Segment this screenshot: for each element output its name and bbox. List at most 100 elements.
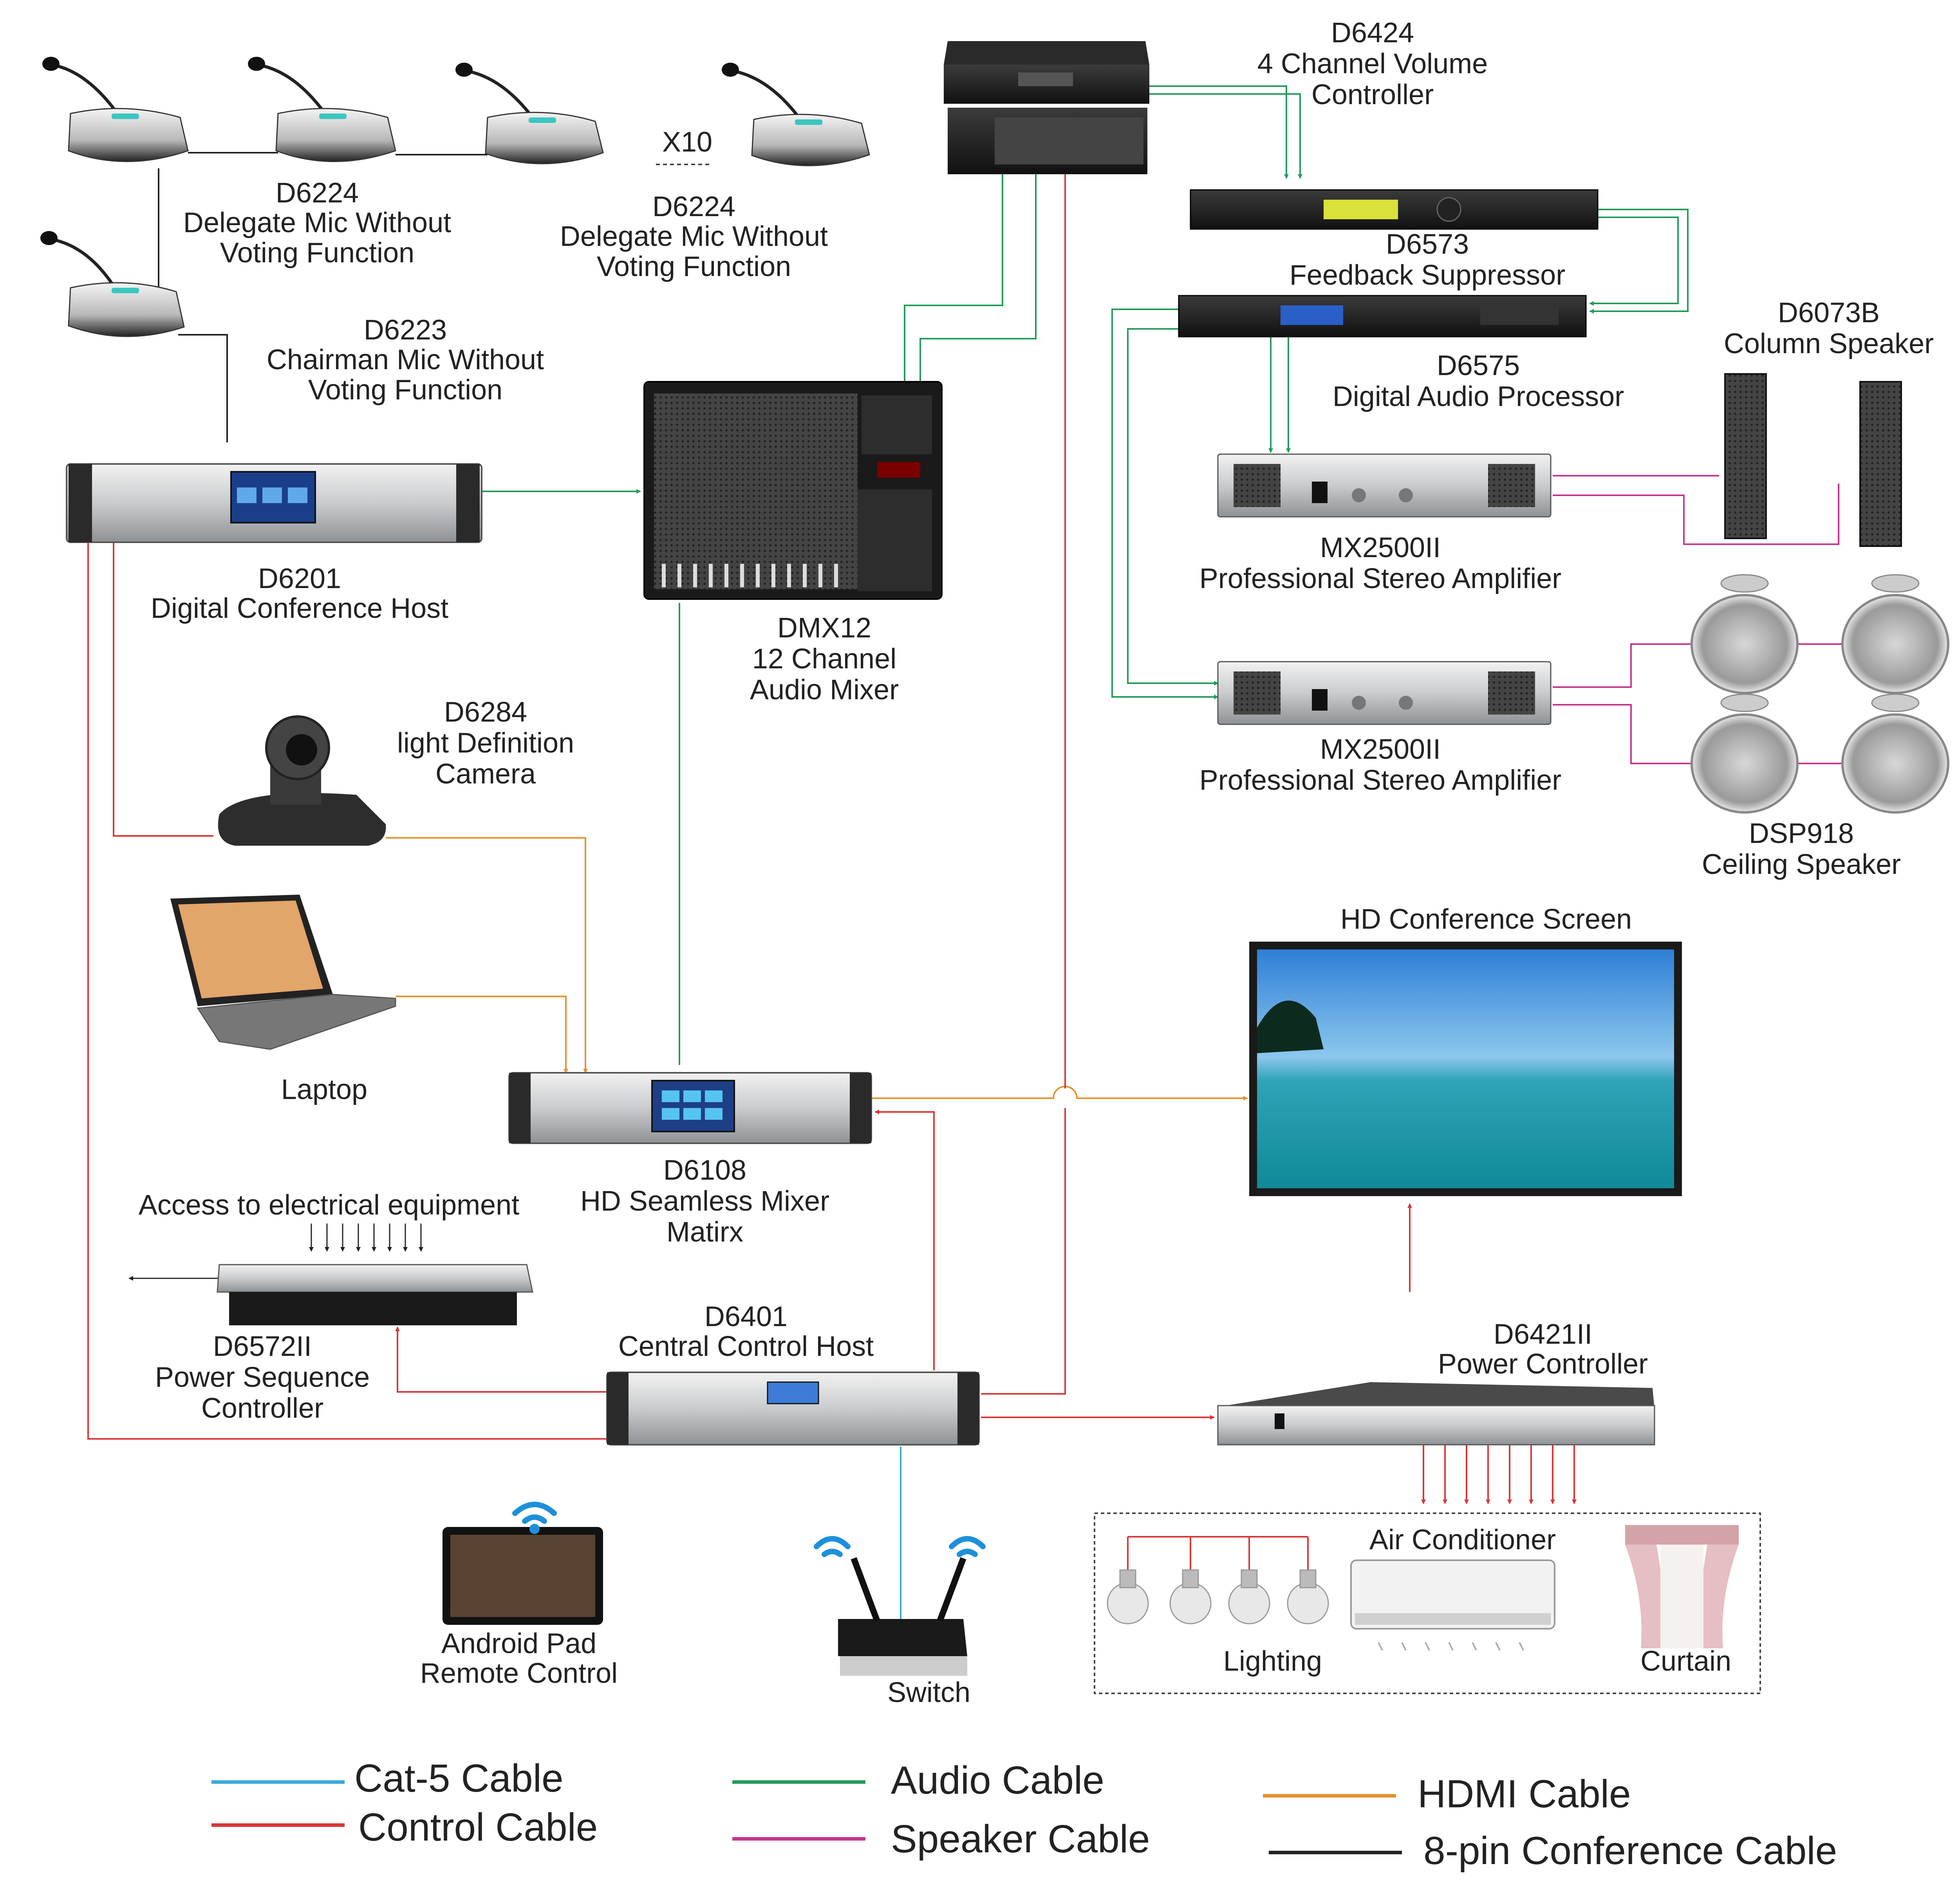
- legend-hdmi: HDMI Cable: [1418, 1772, 1631, 1816]
- laptop-label: Laptop: [281, 1074, 368, 1105]
- device-desc: Feedback Suppressor: [1289, 260, 1566, 291]
- device-desc: Voting Function: [308, 374, 503, 406]
- mx2500-label-b: MX2500II Professional Stereo Amplifier: [1199, 734, 1561, 796]
- d6424-label: D6424 4 Channel Volume Controller: [1257, 17, 1488, 111]
- d6284-label: D6284 light Definition Camera: [397, 697, 574, 790]
- mic-icon: [42, 57, 189, 162]
- hd-conference-screen: [1249, 942, 1682, 1196]
- d6108-matrix-device: [508, 1072, 872, 1144]
- lighting-label: Lighting: [1223, 1646, 1322, 1677]
- speaker-cable: [1553, 475, 1844, 764]
- d6224-label-a: D6224 Delegate Mic Without Voting Functi…: [183, 178, 451, 268]
- d6108-label: D6108 HD Seamless Mixer Matirx: [580, 1155, 829, 1248]
- hdmi-cable: [386, 837, 1248, 1101]
- device-desc: Power Sequence: [155, 1362, 370, 1393]
- mic-icon: [248, 57, 396, 162]
- air-conditioner-icon: [1350, 1559, 1555, 1651]
- device-model: D6201: [258, 563, 341, 594]
- device-desc: Controller: [1311, 79, 1434, 111]
- mic-icon: [455, 63, 604, 164]
- camera-icon: [218, 715, 386, 846]
- device-model: D6073B: [1777, 297, 1880, 328]
- device-desc: light Definition: [397, 727, 574, 759]
- d6223-label: D6223 Chairman Mic Without Voting Functi…: [267, 315, 544, 405]
- device-desc: Audio Mixer: [750, 674, 899, 706]
- device-model: D6401: [704, 1301, 788, 1332]
- device-desc: Voting Function: [596, 251, 791, 282]
- device-model: D6572II: [213, 1331, 312, 1362]
- device-desc: Controller: [201, 1393, 324, 1424]
- d6421-power-controller-device: [1217, 1382, 1655, 1446]
- legend-conference: 8-pin Conference Cable: [1423, 1829, 1837, 1873]
- control-cable: [87, 170, 1577, 1570]
- device-desc: Professional Stereo Amplifier: [1199, 563, 1562, 595]
- x10-label: X10: [662, 126, 713, 158]
- legend-speaker: Speaker Cable: [891, 1817, 1150, 1861]
- device-desc: Camera: [435, 758, 536, 790]
- device-model: D6424: [1331, 17, 1414, 49]
- ceiling-speaker-icon: [1691, 574, 1949, 814]
- switch-icon: [838, 1557, 967, 1676]
- d6575-audio-processor-device: [1178, 295, 1587, 337]
- device-desc: Ceiling Speaker: [1702, 849, 1901, 881]
- device-desc: Delegate Mic Without: [183, 207, 452, 239]
- environment-box: [1094, 1512, 1761, 1694]
- legend-swatch-control: [211, 1823, 345, 1827]
- legend-audio: Audio Cable: [891, 1758, 1104, 1802]
- device-model: MX2500II: [1320, 532, 1441, 563]
- device-model: D6284: [444, 697, 527, 728]
- column-speaker-icon: [1724, 373, 1902, 547]
- device-model: DSP918: [1748, 818, 1854, 849]
- mx2500-amplifier-device: [1217, 661, 1552, 725]
- device-desc: Chairman Mic Without: [266, 344, 544, 376]
- mx2500-label-a: MX2500II Professional Stereo Amplifier: [1199, 532, 1561, 594]
- device-desc: HD Seamless Mixer: [580, 1186, 830, 1217]
- device-desc: Digital Conference Host: [150, 593, 449, 624]
- wifi-icon: [949, 1536, 986, 1557]
- mic-icon: [722, 63, 870, 166]
- dmx12-label: DMX12 12 Channel Audio Mixer: [750, 612, 899, 706]
- d6573-feedback-suppressor-device: [1190, 189, 1599, 230]
- android-pad-icon: [443, 1527, 603, 1625]
- legend-swatch-hdmi: [1263, 1794, 1396, 1798]
- d6401-central-control-device: [606, 1372, 980, 1446]
- device-model: DMX12: [777, 612, 872, 644]
- device-desc: Voting Function: [220, 237, 415, 269]
- device-model: D6223: [363, 314, 447, 346]
- legend-swatch-cat5: [211, 1780, 345, 1784]
- d6421-label: D6421II Power Controller: [1438, 1319, 1648, 1379]
- curtain-label: Curtain: [1640, 1646, 1732, 1677]
- dmx12-faders: [662, 564, 838, 587]
- legend-swatch-conference: [1269, 1851, 1402, 1854]
- device-model: MX2500II: [1320, 734, 1441, 765]
- device-desc: 12 Channel: [752, 643, 897, 675]
- d6575-label: D6575 Digital Audio Processor: [1333, 350, 1624, 412]
- legend-swatch-speaker: [732, 1837, 865, 1841]
- d6401-label: D6401 Central Control Host: [618, 1302, 874, 1362]
- d6424-volume-controller-device: [944, 41, 1149, 174]
- d6201-label: D6201 Digital Conference Host: [151, 564, 448, 624]
- screen-label: HD Conference Screen: [1340, 904, 1632, 935]
- device-model: D6421II: [1493, 1319, 1593, 1350]
- curtain-icon: [1625, 1525, 1739, 1648]
- wifi-icon: [814, 1536, 851, 1557]
- device-desc: Professional Stereo Amplifier: [1199, 765, 1562, 796]
- device-model: D6575: [1436, 350, 1520, 381]
- android-pad-label: Android Pad Remote Control: [420, 1628, 618, 1689]
- legend-cat5: Cat-5 Cable: [354, 1756, 564, 1800]
- device-desc: Matirx: [667, 1216, 743, 1248]
- chairman-mic-icon: [40, 231, 185, 337]
- dsp918-label: DSP918 Ceiling Speaker: [1702, 818, 1901, 880]
- legend-control: Control Cable: [358, 1805, 598, 1849]
- device-model: D6224: [652, 191, 736, 222]
- legend-swatch-audio: [732, 1780, 865, 1784]
- laptop-icon: [170, 895, 396, 1050]
- switch-label: Switch: [887, 1677, 971, 1708]
- dmx12-mixer-device: [643, 381, 943, 600]
- device-model: D6573: [1385, 229, 1469, 260]
- device-model: D6224: [275, 177, 359, 209]
- air-conditioner-label: Air Conditioner: [1369, 1524, 1556, 1556]
- device-desc: Digital Audio Processor: [1332, 381, 1624, 413]
